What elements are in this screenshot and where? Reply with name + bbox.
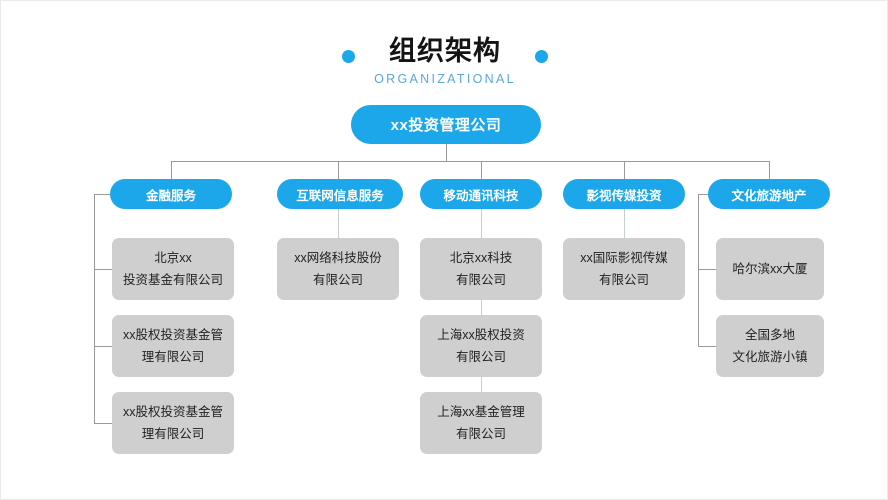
leaf-c3-r3-line1: 上海xx基金管理: [437, 405, 525, 419]
connector-c3-drop-1: [481, 209, 482, 239]
leaf-c3-r3[interactable]: 上海xx基金管理 有限公司: [420, 392, 542, 454]
leaf-c5-r1[interactable]: 哈尔滨xx大厦: [716, 238, 824, 300]
connector-bus: [171, 161, 770, 162]
leaf-c3-r1-line1: 北京xx科技: [449, 251, 513, 265]
connector-c2-drop-1: [338, 209, 339, 239]
connector-c1-trunk: [94, 194, 95, 423]
title-row: 组织架构: [1, 31, 888, 71]
connector-c1-stub-2: [94, 346, 112, 347]
leaf-c3-r3-line2: 有限公司: [455, 427, 506, 441]
title-dot-right-icon: [535, 49, 548, 63]
dept-node-finance[interactable]: 金融服务: [110, 179, 232, 209]
leaf-c1-r1-line1: 北京xx: [154, 251, 192, 265]
leaf-c1-r1-line2: 投资基金有限公司: [122, 273, 223, 287]
connector-c5-trunk-top: [698, 194, 712, 195]
leaf-c5-r2[interactable]: 全国多地 文化旅游小镇: [716, 315, 824, 377]
leaf-c1-r3-line2: 理有限公司: [141, 427, 205, 441]
leaf-c1-r3[interactable]: xx股权投资基金管 理有限公司: [112, 392, 234, 454]
root-node[interactable]: xx投资管理公司: [351, 105, 541, 144]
dept-node-mobile[interactable]: 移动通讯科技: [420, 179, 542, 209]
leaf-c1-r2-line2: 理有限公司: [141, 350, 205, 364]
connector-c5-trunk: [698, 194, 699, 346]
connector-drop-dept2: [338, 161, 339, 180]
leaf-c4-r1-line2: 有限公司: [598, 273, 649, 287]
connector-c1-stub-1: [94, 269, 112, 270]
connector-c5-stub-1: [698, 269, 716, 270]
leaf-c1-r3-line1: xx股权投资基金管: [122, 405, 223, 419]
leaf-c3-r1-line2: 有限公司: [455, 273, 506, 287]
leaf-c3-r2-line1: 上海xx股权投资: [437, 328, 525, 342]
leaf-c1-r2[interactable]: xx股权投资基金管 理有限公司: [112, 315, 234, 377]
connector-c5-stub-2: [698, 346, 716, 347]
leaf-c3-r2[interactable]: 上海xx股权投资 有限公司: [420, 315, 542, 377]
leaf-c1-r1[interactable]: 北京xx 投资基金有限公司: [112, 238, 234, 300]
connector-drop-dept1: [171, 161, 172, 180]
connector-c3-drop-2: [481, 300, 482, 316]
title-dot-left-icon: [342, 49, 355, 63]
leaf-c4-r1[interactable]: xx国际影视传媒 有限公司: [563, 238, 685, 300]
dept-node-media[interactable]: 影视传媒投资: [563, 179, 685, 209]
connector-root-drop: [446, 144, 447, 162]
leaf-c5-r2-line2: 文化旅游小镇: [732, 350, 808, 364]
page-subtitle: ORGANIZATIONAL: [374, 72, 516, 86]
connector-c1-stub-3: [94, 423, 112, 424]
leaf-c5-r1-line1: 哈尔滨xx大厦: [732, 262, 808, 276]
leaf-c2-r1-line1: xx网络科技股份: [294, 251, 382, 265]
connector-c1-trunk-top: [94, 194, 110, 195]
leaf-c3-r2-line2: 有限公司: [455, 350, 506, 364]
page-header: 组织架构 ORGANIZATIONAL: [1, 31, 888, 86]
leaf-c4-r1-line1: xx国际影视传媒: [580, 251, 668, 265]
leaf-c3-r1[interactable]: 北京xx科技 有限公司: [420, 238, 542, 300]
page-title: 组织架构: [389, 36, 501, 66]
leaf-c1-r2-line1: xx股权投资基金管: [122, 328, 223, 342]
leaf-c2-r1[interactable]: xx网络科技股份 有限公司: [277, 238, 399, 300]
connector-drop-dept4: [624, 161, 625, 180]
connector-drop-dept3: [481, 161, 482, 180]
connector-c3-drop-3: [481, 377, 482, 393]
dept-node-internet[interactable]: 互联网信息服务: [277, 179, 403, 209]
connector-c4-drop-1: [624, 209, 625, 239]
leaf-c5-r2-line1: 全国多地: [744, 328, 795, 342]
leaf-c2-r1-line2: 有限公司: [312, 273, 363, 287]
connector-drop-dept5: [769, 161, 770, 180]
dept-node-tourism[interactable]: 文化旅游地产: [708, 179, 830, 209]
